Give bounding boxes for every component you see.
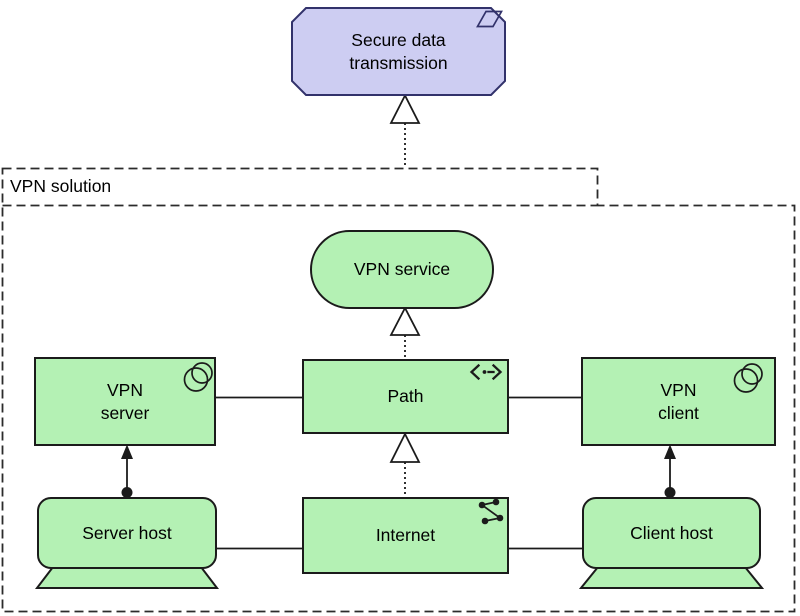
assignment-clienthost-arrowhead bbox=[664, 444, 676, 459]
system-software-icon-server-front bbox=[183, 367, 209, 392]
server-host-stand bbox=[34, 566, 220, 589]
vpn-solution-group-border bbox=[1, 167, 796, 613]
path-icon bbox=[469, 363, 503, 381]
realization-hollow-triangle-path bbox=[389, 431, 421, 463]
realization-hollow-triangle-service bbox=[389, 306, 421, 336]
client-host-stand bbox=[578, 566, 765, 589]
internet-box bbox=[302, 497, 509, 574]
system-software-icon-client-back bbox=[741, 363, 763, 385]
client-host-body bbox=[582, 497, 761, 569]
vpn-server-box bbox=[34, 357, 216, 446]
secure-data-transmission-shape bbox=[291, 7, 506, 96]
path-box bbox=[302, 359, 509, 434]
requirement-icon bbox=[476, 10, 503, 28]
assignment-serverhost-arrowhead bbox=[121, 444, 133, 459]
realization-hollow-triangle-top bbox=[389, 93, 421, 124]
communication-network-icon bbox=[478, 498, 504, 525]
assignment-clienthost-ball bbox=[664, 487, 676, 498]
system-software-icon-client-front bbox=[733, 368, 759, 393]
vpn-client-box bbox=[581, 357, 776, 446]
server-host-body bbox=[37, 497, 217, 569]
vpn-service-shape bbox=[310, 230, 494, 309]
system-software-icon-server-back bbox=[191, 362, 213, 384]
assignment-serverhost-ball bbox=[121, 487, 133, 498]
